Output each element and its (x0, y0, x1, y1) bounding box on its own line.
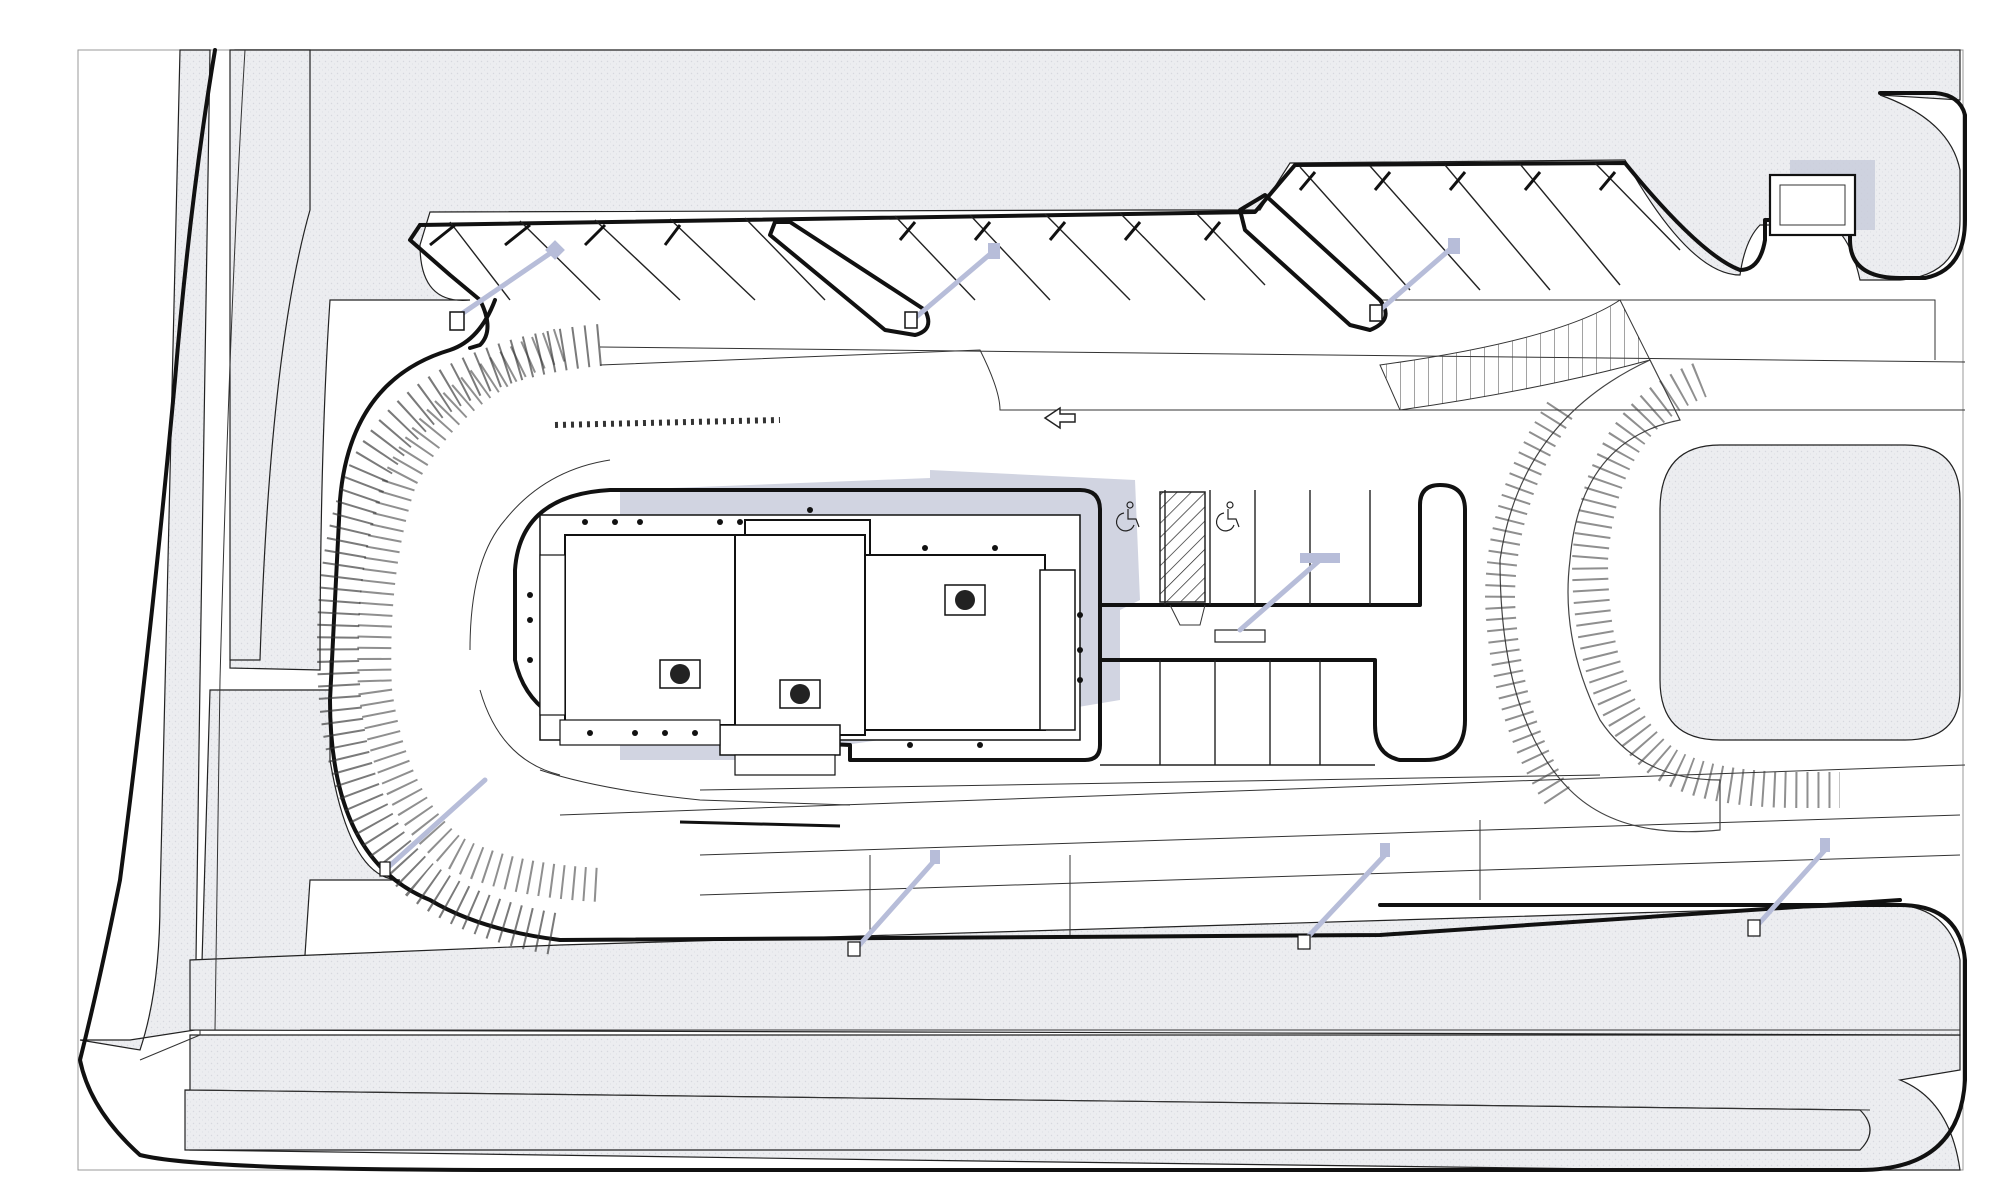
landscape-west-edge (79, 49, 211, 1051)
hvac-fan-icon (779, 679, 821, 709)
accessible-symbol-icon (1216, 501, 1240, 532)
landscape-east-island (1659, 444, 1961, 741)
hvac-fan-icon (944, 584, 986, 616)
accessible-symbol-icon (1116, 501, 1140, 532)
light-pole-icon (1747, 838, 1830, 937)
landscape-top-north (229, 49, 1961, 671)
west-drive-outer-curb (78, 48, 1967, 1172)
main-lot-perimeter-curb (328, 298, 1902, 942)
north-parking-curb (408, 223, 490, 350)
pavement-linework (78, 48, 1967, 1172)
light-poles (379, 238, 1830, 957)
landscape-south-middle (189, 904, 1961, 1036)
building-roof (527, 507, 1083, 776)
paver-band (317, 299, 1840, 956)
landscape-south-strip (184, 1089, 1871, 1151)
landscape-west-strip (229, 49, 311, 661)
light-pole-icon (1237, 553, 1340, 633)
east-parking (1098, 483, 1467, 766)
direction-arrow-icon (1043, 406, 1076, 430)
landscape-areas (79, 49, 1961, 1171)
north-stall-ticks (429, 171, 1617, 247)
building-fixtures (527, 507, 1083, 748)
hatched-access-aisle (1159, 491, 1206, 603)
light-pole-icon (847, 850, 940, 957)
east-parking-curb (1098, 483, 1467, 762)
light-pole-icon (904, 243, 1000, 329)
hvac-fan-icon (659, 659, 701, 689)
light-pole-icon (1297, 843, 1390, 950)
landscape-west-lower (199, 689, 401, 1031)
light-pole-icon (449, 240, 565, 331)
light-pole-icon (379, 777, 488, 877)
light-pole-icon (1369, 238, 1460, 322)
parking-island-2 (1238, 193, 1388, 332)
drive-through-lane (469, 417, 851, 828)
dumpster-enclosure (1768, 160, 1875, 237)
